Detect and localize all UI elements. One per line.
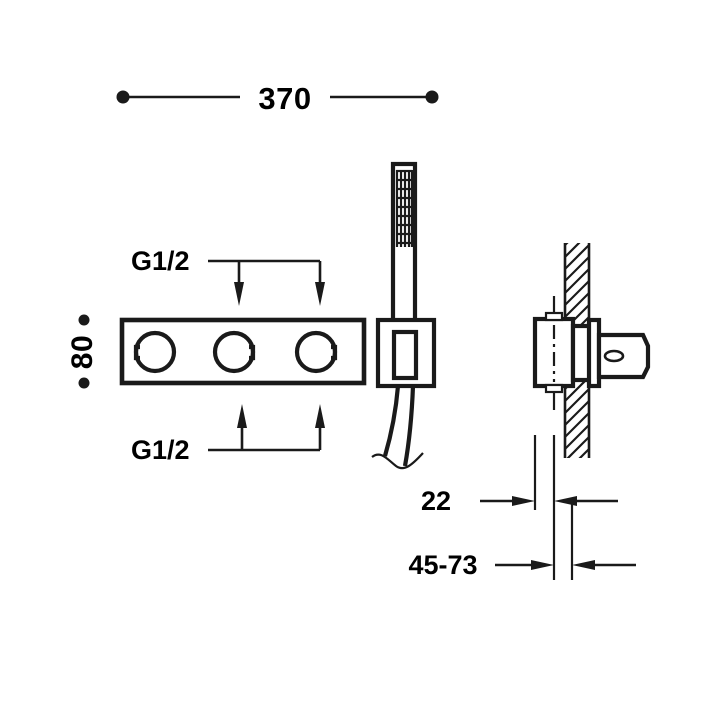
shower-bracket-inner: [391, 329, 419, 381]
annotation-g12-top: G1/2: [131, 246, 325, 306]
dimension-22: 22: [421, 435, 618, 580]
annotation-g12-top-label: G1/2: [131, 246, 190, 276]
g12-top-left-arrow: [234, 282, 244, 306]
annotation-g12-bottom-label: G1/2: [131, 435, 190, 465]
dimension-80-bottom-dot: [78, 377, 90, 389]
spray-grid-lines: [395, 169, 414, 247]
side-section-view: [532, 243, 651, 458]
valve-hole-2-notch: [249, 344, 256, 361]
dimension-370: 370: [116, 81, 439, 116]
hand-shower: [390, 161, 418, 335]
dimension-80-top-dot: [78, 314, 90, 326]
side-handle-slot: [603, 349, 625, 363]
flex-hose-left-edge: [382, 385, 401, 457]
dimension-80-label: 80: [66, 335, 99, 369]
side-valve-top-boss: [544, 311, 564, 322]
valve-hole-2: [212, 330, 256, 374]
dimension-4573-right-arrow: [572, 560, 595, 570]
dimension-4573-left-arrow: [531, 560, 554, 570]
valve-hole-1-notch: [133, 344, 140, 361]
g12-bottom-left-arrow: [237, 404, 247, 428]
valve-body-front: [119, 317, 367, 386]
flex-hose: [371, 385, 424, 470]
side-valve-bottom-boss: [544, 383, 564, 394]
dimension-45-73: 45-73: [408, 500, 636, 580]
dimension-370-label: 370: [258, 81, 311, 116]
annotation-g12-bottom: G1/2: [131, 404, 325, 465]
dimension-4573-label: 45-73: [408, 550, 477, 580]
dimension-370-right-dot: [425, 90, 439, 104]
g12-top-right-arrow: [315, 282, 325, 306]
flex-hose-right-edge: [402, 385, 416, 467]
valve-hole-3-notch: [331, 344, 338, 361]
dimension-22-right-arrow: [554, 496, 577, 506]
hand-shower-spray-grid: [395, 169, 414, 248]
shower-bracket: [375, 317, 437, 389]
valve-body-holes: [133, 330, 338, 374]
dimension-80: 80: [66, 314, 99, 389]
valve-hole-1: [133, 330, 177, 374]
dimension-22-left-arrow: [512, 496, 535, 506]
dimension-22-label: 22: [421, 486, 451, 516]
flex-hose-break-line: [371, 452, 424, 470]
valve-hole-3: [294, 330, 338, 374]
g12-bottom-right-arrow: [315, 404, 325, 428]
